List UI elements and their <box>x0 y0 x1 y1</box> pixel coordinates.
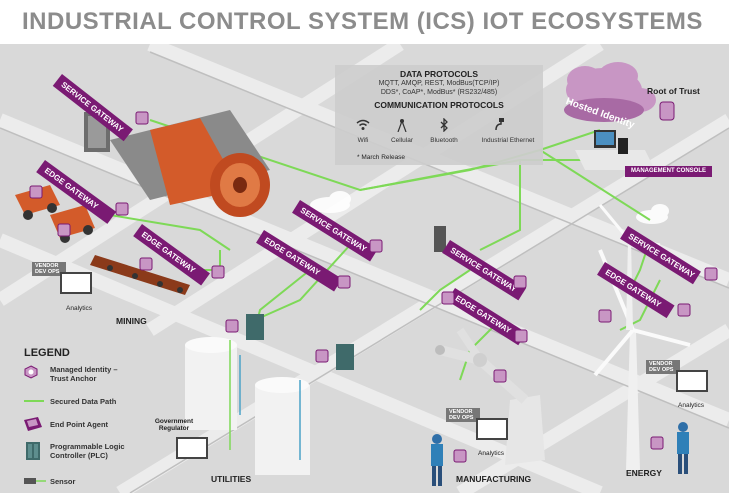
root-of-trust-label: Root of Trust <box>647 86 700 96</box>
comm-bluetooth-label: Bluetooth <box>430 137 458 144</box>
vendor-dev-ops-manufacturing: VENDOR DEV OPS <box>446 408 480 422</box>
footnote: * March Release <box>357 154 406 161</box>
clouds <box>310 191 669 224</box>
protocols-panel: DATA PROTOCOLS MQTT, AMQP, REST, ModBus(… <box>335 65 543 165</box>
vendor-dev-ops-energy: VENDOR DEV OPS <box>646 360 680 374</box>
console-desk <box>575 130 655 170</box>
sector-mining: MINING <box>116 316 147 326</box>
bluetooth-icon <box>440 118 448 132</box>
managed-identity-icon <box>24 365 38 379</box>
wifi-icon <box>356 119 370 130</box>
analytics-label-energy: Analytics <box>678 402 705 409</box>
data-protocols-heading: DATA PROTOCOLS <box>399 69 479 79</box>
utility-tanks <box>185 226 446 475</box>
management-console-label: MANAGEMENT CONSOLE <box>625 166 712 177</box>
legend-plc: Programmable Logic Controller (PLC) <box>50 442 125 460</box>
endpoint-agent-icon <box>24 417 42 431</box>
legend-sensor: Sensor <box>50 477 76 486</box>
analytics-screen-mining <box>60 272 92 294</box>
plc-icon <box>26 442 40 460</box>
analytics-label-manufacturing: Analytics <box>478 450 505 457</box>
regulator-screen <box>176 437 208 459</box>
analytics-screen-energy <box>676 370 708 392</box>
government-regulator-label: Government Regulator <box>154 418 194 432</box>
cloud-hosted-identity <box>564 62 656 122</box>
secured-path-line-icon <box>24 400 44 402</box>
sector-manufacturing: MANUFACTURING <box>456 474 532 484</box>
comm-wifi-label: Wifi <box>357 137 369 144</box>
legend-endpoint-agent: End Point Agent <box>50 420 109 429</box>
communication-protocols-heading: COMMUNICATION PROTOCOLS <box>374 100 504 110</box>
robot-arm <box>435 327 545 465</box>
legend-title: LEGEND <box>24 347 70 359</box>
sensor-icon <box>24 478 46 484</box>
data-protocols-line1: MQTT, AMQP, REST, ModBus(TCP/IP) <box>378 80 500 87</box>
comm-industrial-ethernet-label: Industrial Ethernet <box>481 137 535 144</box>
comm-cellular-label: Cellular <box>390 137 414 144</box>
analytics-screen-manufacturing <box>476 418 508 440</box>
legend-managed-identity: Managed Identity – Trust Anchor <box>50 365 118 383</box>
legend-secured-path: Secured Data Path <box>50 397 117 406</box>
data-protocols-line2: DDS*, CoAP*, ModBus* (RS232/485) <box>380 89 498 96</box>
analytics-label-mining: Analytics <box>66 305 93 312</box>
page-title: INDUSTRIAL CONTROL SYSTEM (ICS) IOT ECOS… <box>22 8 703 35</box>
vendor-dev-ops-mining: VENDOR DEV OPS <box>32 262 66 276</box>
ethernet-plug-icon <box>495 118 504 131</box>
cellular-tower-icon <box>397 119 407 132</box>
workers <box>431 422 689 486</box>
sector-utilities: UTILITIES <box>211 474 252 484</box>
sector-energy: ENERGY <box>626 468 662 478</box>
